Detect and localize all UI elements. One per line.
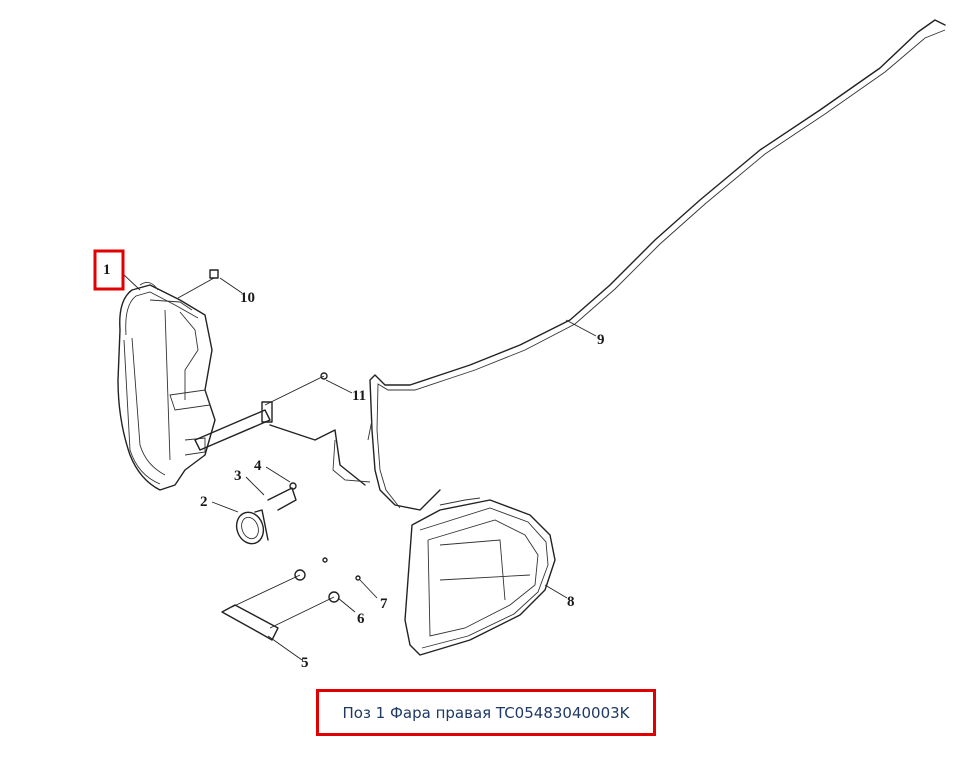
leader-lines	[121, 272, 597, 661]
caption-box: Поз 1 Фара правая TC05483040003K	[316, 689, 656, 736]
nut-part-6	[294, 557, 361, 603]
horn-part-2	[235, 509, 269, 545]
plate-part-5	[221, 574, 335, 641]
headlamp-assembly	[117, 281, 216, 491]
callout-5: 5	[301, 655, 309, 671]
callout-3: 3	[234, 468, 242, 484]
callout-10: 10	[240, 290, 255, 306]
callout-4: 4	[254, 458, 262, 474]
callout-7: 7	[380, 596, 388, 612]
wiring-harness	[332, 19, 946, 511]
callout-2: 2	[200, 494, 208, 510]
bracket-part-3	[267, 482, 297, 511]
screw-part-10	[177, 269, 219, 299]
bracket-part-11	[194, 372, 366, 486]
callout-6: 6	[357, 611, 365, 627]
callout-8: 8	[567, 594, 575, 610]
lamp-part-8	[404, 497, 556, 656]
callout-1-highlight	[93, 249, 125, 291]
callout-1: 1	[103, 262, 111, 278]
callout-9: 9	[597, 332, 605, 348]
caption-text: Поз 1 Фара правая TC05483040003K	[342, 703, 630, 722]
callout-11: 11	[352, 388, 366, 404]
